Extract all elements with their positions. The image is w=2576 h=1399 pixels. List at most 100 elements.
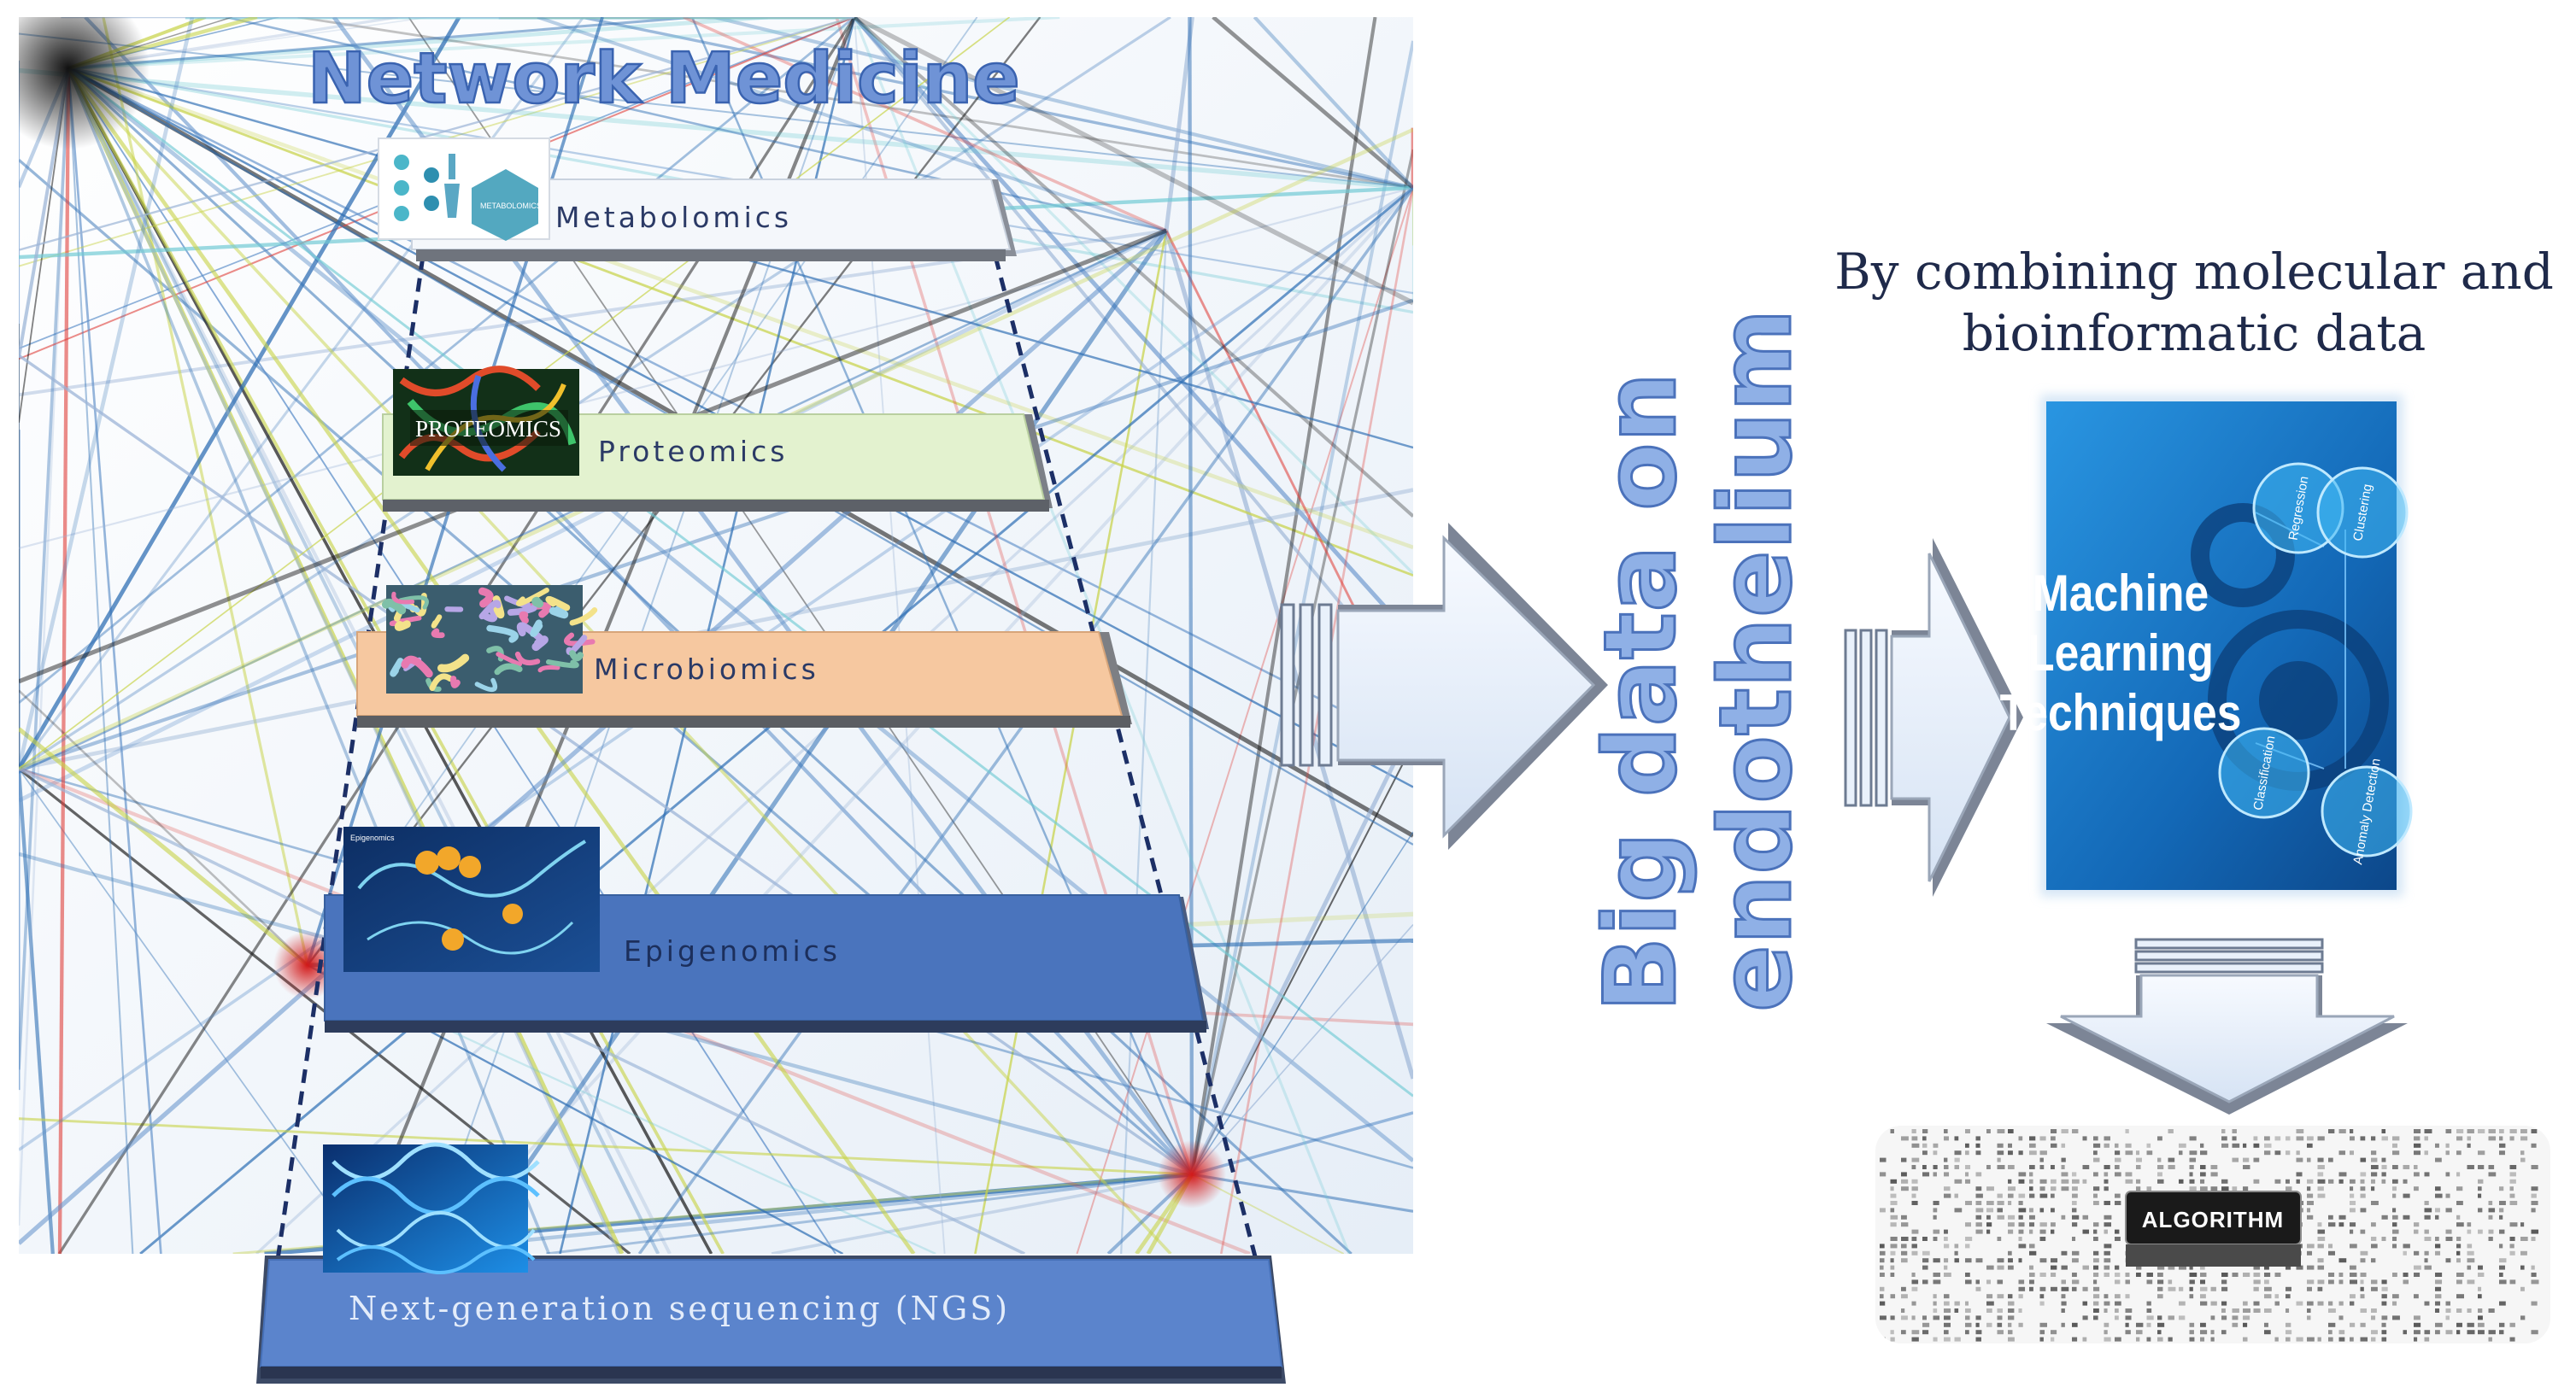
microbe-shape <box>474 677 498 692</box>
algorithm-glyph <box>2157 1322 2165 1327</box>
algorithm-glyph <box>2018 1322 2023 1327</box>
algorithm-glyph <box>2371 1337 2376 1342</box>
algorithm-glyph <box>1880 1265 1884 1270</box>
algorithm-glyph <box>2104 1222 2111 1227</box>
network-edge <box>1189 17 1377 1175</box>
algorithm-glyph <box>2338 1222 2344 1227</box>
algorithm-glyph <box>2082 1229 2090 1234</box>
algorithm-glyph <box>1944 1337 1951 1342</box>
algorithm-glyph <box>2467 1136 2472 1141</box>
algorithm-glyph <box>2039 1286 2046 1291</box>
algorithm-glyph <box>2146 1143 2151 1148</box>
algorithm-glyph <box>1944 1157 1948 1162</box>
algorithm-glyph <box>2018 1193 2026 1198</box>
algorithm-glyph <box>2392 1179 2398 1184</box>
algorithm-glyph <box>2029 1136 2036 1141</box>
algorithm-glyph <box>2104 1165 2110 1169</box>
algorithm-glyph <box>2381 1237 2386 1241</box>
algorithm-glyph <box>1901 1294 1908 1299</box>
microbe-shape <box>537 664 560 673</box>
arrow-to-ml <box>1844 538 2023 897</box>
network-edge <box>67 67 134 1254</box>
algorithm-glyph <box>1901 1308 1905 1313</box>
algorithm-glyph <box>2051 1330 2057 1335</box>
algorithm-glyph <box>2445 1315 2450 1320</box>
algorithm-glyph <box>2403 1215 2410 1220</box>
algorithm-glyph <box>1890 1250 1896 1256</box>
network-edge <box>19 67 70 1070</box>
algorithm-glyph <box>2350 1273 2357 1277</box>
algorithm-glyph <box>2179 1143 2186 1148</box>
algorithm-glyph <box>2029 1143 2036 1148</box>
algorithm-glyph <box>1997 1150 2004 1156</box>
algorithm-glyph <box>1922 1265 1928 1270</box>
algorithm-glyph <box>2146 1308 2152 1313</box>
algorithm-glyph <box>2200 1143 2204 1148</box>
algorithm-glyph <box>2189 1179 2195 1184</box>
algorithm-glyph <box>2424 1301 2430 1306</box>
algorithm-glyph <box>2371 1136 2376 1141</box>
algorithm-glyph <box>2307 1208 2311 1213</box>
algorithm-glyph <box>2328 1301 2333 1306</box>
algorithm-glyph <box>2018 1237 2022 1241</box>
algorithm-glyph <box>2509 1322 2515 1327</box>
algorithm-glyph <box>1880 1258 1885 1263</box>
algorithm-glyph <box>2253 1265 2261 1270</box>
algorithm-glyph <box>2445 1301 2450 1306</box>
algorithm-glyph <box>2499 1258 2507 1263</box>
algorithm-glyph <box>1901 1215 1907 1220</box>
algorithm-glyph <box>2478 1208 2483 1213</box>
algorithm-glyph <box>1975 1322 1980 1327</box>
algorithm-glyph <box>2338 1337 2345 1342</box>
algorithm-glyph <box>2403 1244 2410 1249</box>
algorithm-glyph <box>1933 1301 1937 1306</box>
algorithm-glyph <box>2478 1286 2482 1291</box>
algorithm-glyph <box>2499 1322 2505 1327</box>
algorithm-glyph <box>2338 1150 2346 1156</box>
algorithm-glyph <box>1890 1337 1895 1342</box>
algorithm-glyph <box>2499 1215 2503 1220</box>
algorithm-glyph <box>2104 1250 2110 1256</box>
algorithm-glyph <box>2082 1136 2087 1141</box>
algorithm-glyph <box>2467 1129 2474 1133</box>
algorithm-glyph <box>2189 1294 2194 1299</box>
algorithm-glyph <box>1997 1157 2001 1162</box>
algorithm-glyph <box>2018 1179 2025 1184</box>
algorithm-glyph <box>2243 1157 2250 1162</box>
algorithm-glyph <box>2488 1237 2493 1241</box>
algorithm-glyph <box>2157 1172 2162 1177</box>
algorithm-glyph <box>2093 1258 2099 1263</box>
algorithm-glyph <box>2392 1229 2399 1234</box>
network-edge <box>67 67 162 1254</box>
algorithm-glyph <box>1975 1286 1981 1291</box>
algorithm-glyph <box>2456 1250 2461 1256</box>
algorithm-glyph <box>2253 1143 2260 1148</box>
algorithm-glyph <box>2296 1172 2303 1177</box>
algorithm-glyph <box>2520 1286 2525 1291</box>
algorithm-glyph <box>2125 1330 2131 1335</box>
algorithm-glyph <box>2381 1179 2386 1184</box>
algorithm-glyph <box>2093 1136 2098 1141</box>
network-edge <box>67 17 1060 71</box>
algorithm-glyph <box>2531 1229 2539 1234</box>
algorithm-glyph <box>2051 1258 2058 1263</box>
microbe-shape <box>431 614 443 629</box>
algorithm-glyph <box>2008 1201 2012 1205</box>
algorithm-glyph <box>1954 1301 1960 1306</box>
algorithm-glyph <box>2424 1258 2428 1263</box>
algorithm-glyph <box>2317 1172 2324 1177</box>
algorithm-glyph <box>2435 1215 2439 1220</box>
algorithm-glyph <box>1944 1322 1951 1327</box>
algorithm-glyph <box>1997 1215 2004 1220</box>
algorithm-glyph <box>2467 1308 2472 1313</box>
network-edge <box>853 17 1413 693</box>
algorithm-glyph <box>1901 1186 1909 1191</box>
algorithm-glyph <box>2200 1322 2206 1327</box>
algorithm-glyph <box>2328 1179 2334 1184</box>
algorithm-glyph <box>2307 1279 2315 1285</box>
algorithm-glyph <box>2445 1237 2453 1241</box>
algorithm-glyph <box>1911 1279 1919 1285</box>
layer-label-epigenomics: Epigenomics <box>624 934 841 968</box>
algorithm-glyph <box>2499 1186 2504 1191</box>
algorithm-glyph <box>1986 1201 1994 1205</box>
